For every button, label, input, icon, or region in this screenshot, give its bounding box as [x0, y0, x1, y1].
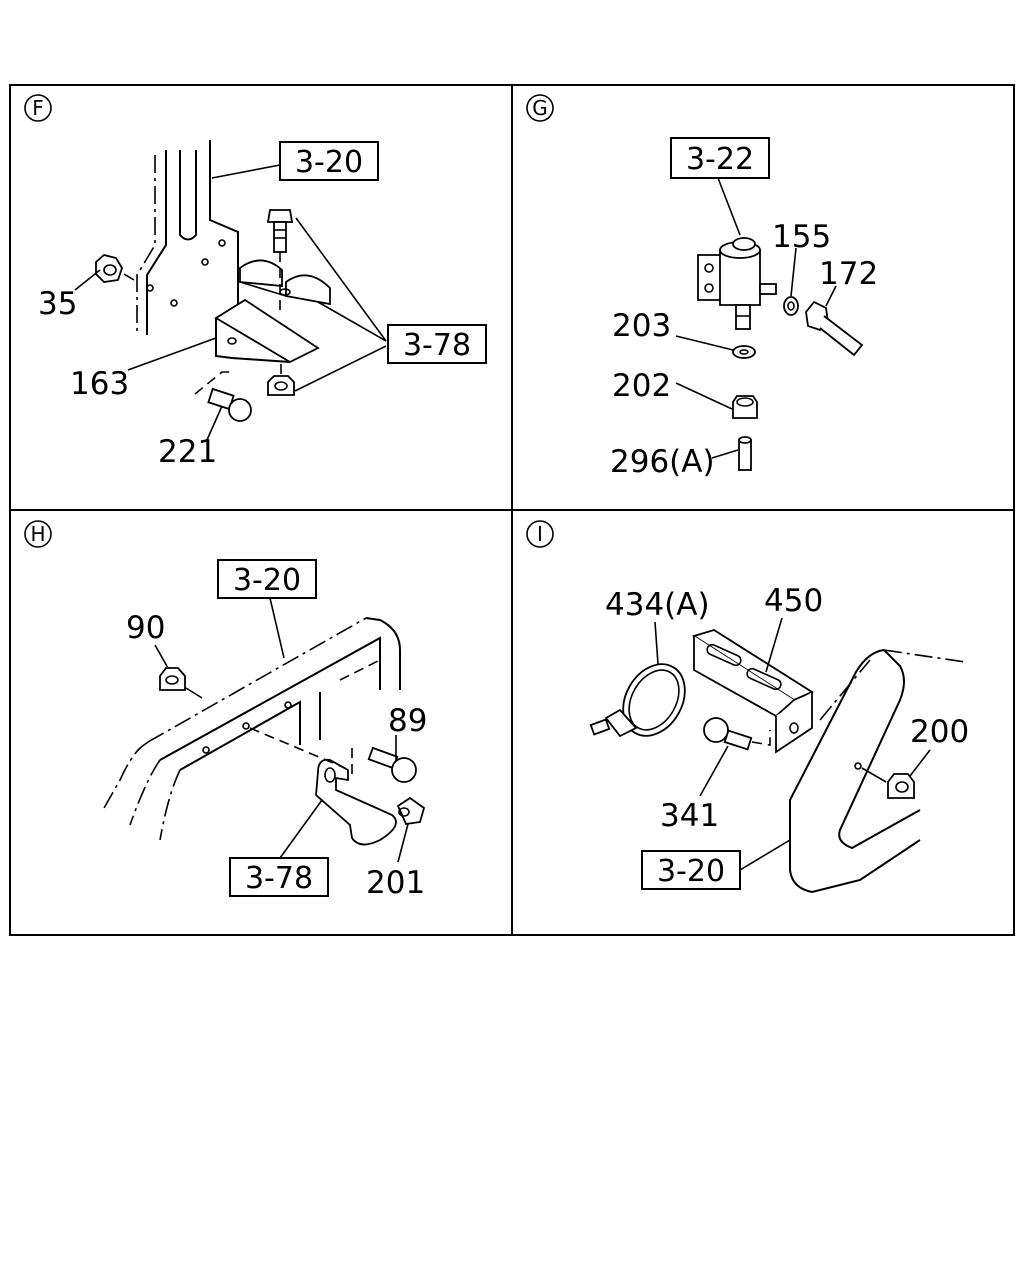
- callout-202: 202: [612, 368, 671, 404]
- bracket-163: [214, 298, 320, 364]
- nut-201: [396, 796, 426, 825]
- bolt-89: [249, 727, 417, 783]
- ref-box-3-78-f: 3-78: [403, 328, 471, 363]
- bolt-top-f: [266, 209, 294, 310]
- panel-g: G: [526, 94, 878, 480]
- nut-202: [732, 395, 758, 419]
- frame-member-h: [103, 617, 401, 841]
- frame-member-i: [789, 649, 966, 894]
- washer-155: [783, 296, 799, 316]
- filter-assembly-3-22: [697, 237, 777, 330]
- callout-155: 155: [772, 219, 831, 255]
- callout-450: 450: [764, 583, 823, 619]
- ref-box-3-78-h: 3-78: [245, 861, 313, 896]
- hose-296a: [738, 436, 752, 471]
- panel-h-letter: H: [30, 522, 45, 546]
- clamp-3-78: [239, 259, 331, 306]
- callout-200: 200: [910, 714, 969, 750]
- frame-rail-f: [136, 140, 239, 335]
- callout-172: 172: [819, 256, 878, 292]
- ref-box-3-20-i: 3-20: [657, 854, 725, 889]
- callout-201: 201: [366, 865, 425, 901]
- panel-i-letter: I: [537, 522, 543, 546]
- ref-box-3-20-h: 3-20: [233, 563, 301, 598]
- bolt-221: [194, 371, 252, 422]
- callout-89: 89: [388, 703, 427, 739]
- callout-341: 341: [660, 798, 719, 834]
- callout-434a: 434(A): [605, 587, 710, 623]
- callout-221: 221: [158, 434, 217, 470]
- callout-296a: 296(A): [610, 444, 715, 480]
- panel-f-letter: F: [32, 96, 44, 120]
- panel-h: H: [24, 520, 427, 901]
- fitting-172: [805, 300, 864, 357]
- callout-163: 163: [70, 366, 129, 402]
- callout-35: 35: [38, 286, 77, 322]
- nut-200: [861, 767, 915, 799]
- panel-i: I: [526, 520, 969, 894]
- panel-g-letter: G: [532, 96, 548, 120]
- panel-f: F: [24, 94, 487, 470]
- bolt-341: [703, 717, 771, 751]
- bracket-450: [691, 629, 814, 754]
- callout-90: 90: [126, 610, 165, 646]
- ref-box-3-20-f: 3-20: [295, 145, 363, 180]
- clamp-434a: [589, 663, 686, 738]
- clip-3-78-h: [315, 758, 397, 846]
- callout-203: 203: [612, 308, 671, 344]
- nut-bottom-f: [267, 364, 295, 396]
- nut-35: [95, 254, 135, 283]
- panel-grid: [9, 84, 1015, 936]
- nut-90: [159, 667, 203, 699]
- washer-203: [732, 345, 756, 359]
- ref-box-3-22: 3-22: [686, 142, 754, 177]
